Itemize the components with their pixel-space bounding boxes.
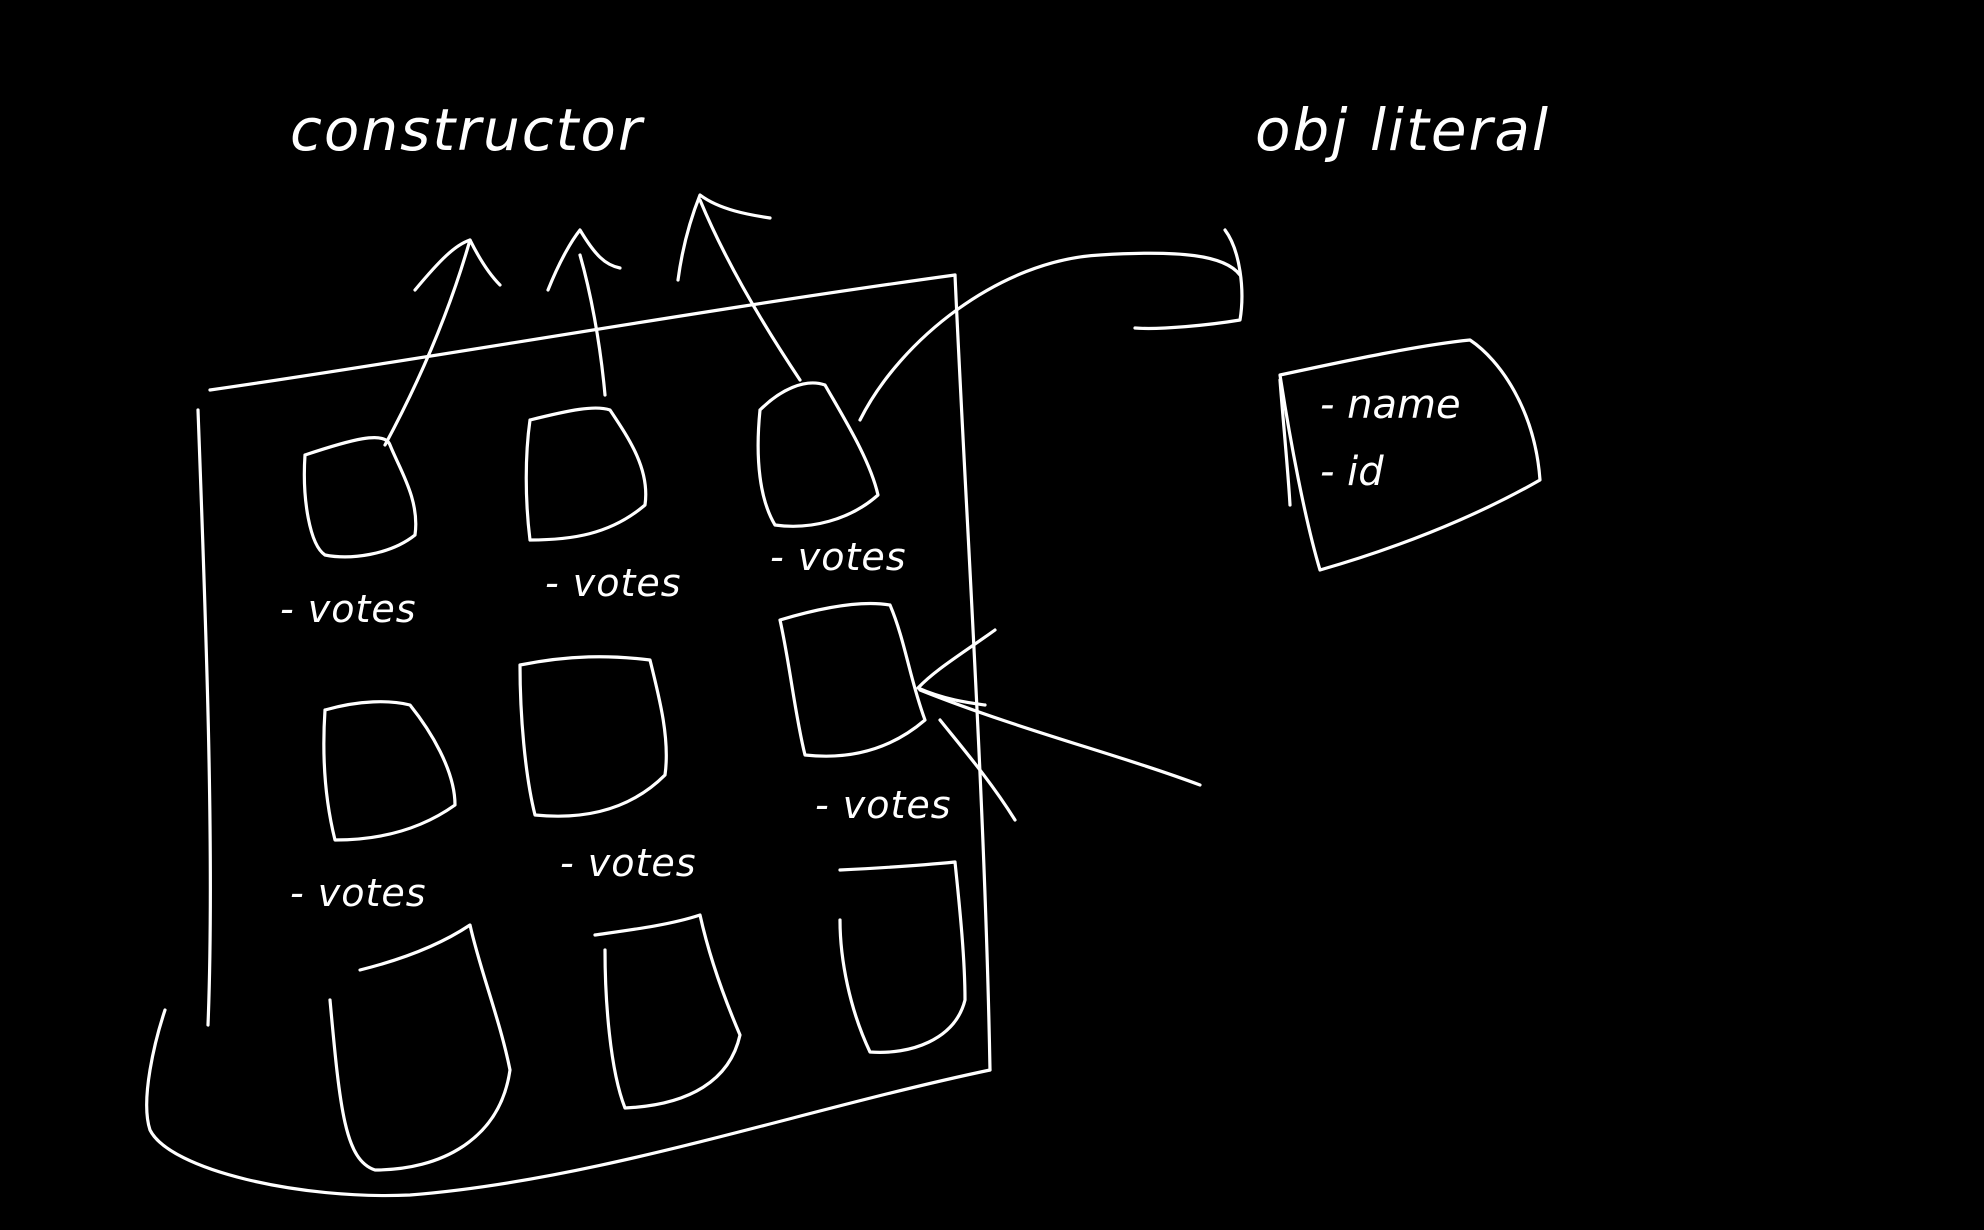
object-field-name: - name (1320, 382, 1461, 428)
cup-label-3: - votes (770, 535, 907, 579)
cup-row-3-col-1 (328, 923, 512, 1172)
cup-row-1-col-1 (302, 436, 418, 559)
cup-label-5: - votes (560, 841, 697, 885)
cup-row-2-col-1 (322, 700, 457, 842)
object-card: - name - id (1278, 338, 1542, 572)
cup-row-1-col-3 (756, 381, 880, 528)
obj-literal-arrow (858, 228, 1244, 422)
constructor-arrows (383, 193, 802, 447)
cupboard-outline (145, 273, 992, 1198)
cup-row-2-col-2 (518, 655, 668, 818)
object-field-id: - id (1320, 449, 1384, 495)
pointer-arrow (916, 628, 1202, 822)
title-obj-literal: obj literal (1255, 96, 1550, 164)
cup-row-1-col-2 (524, 406, 648, 542)
cup-row-2-col-3 (778, 601, 927, 758)
cup-label-4: - votes (290, 871, 427, 915)
cup-row-3-col-3 (838, 860, 967, 1054)
cup-row-3-col-2 (593, 913, 742, 1110)
cup-label-6: - votes (815, 783, 952, 827)
title-constructor: constructor (290, 96, 645, 164)
cup-label-2: - votes (545, 561, 682, 605)
cup-label-1: - votes (280, 587, 417, 631)
